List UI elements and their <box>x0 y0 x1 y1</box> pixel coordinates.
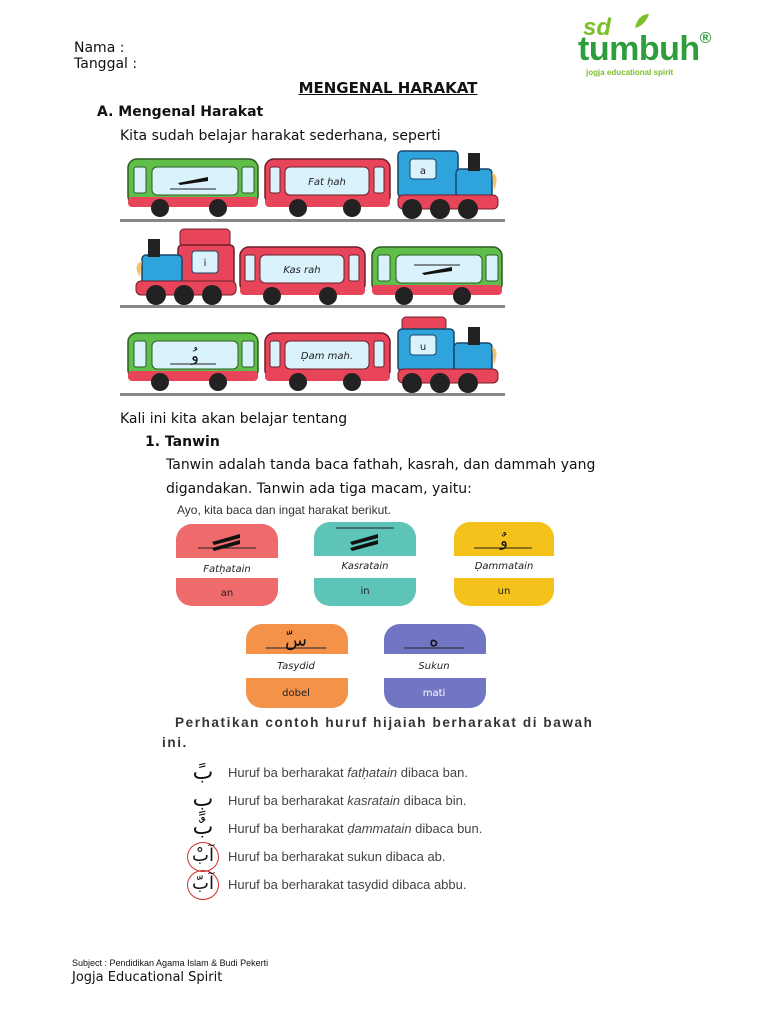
example-1: Huruf ba berharakat fatḥatain dibaca ban… <box>228 765 468 780</box>
trains-illustration: Fat ḥah a i Kas rah <box>120 150 505 396</box>
dammatain-mark-icon: ٌ‌و <box>499 531 508 551</box>
train-sound-u: u <box>420 342 426 353</box>
arabic-abbu-tasydid: آبّ <box>187 870 219 900</box>
tanwin-line-2: digandakan. Tanwin ada tiga macam, yaitu… <box>166 481 472 497</box>
train-sound-i: i <box>204 258 207 269</box>
card-reading-mati: mati <box>423 688 446 699</box>
logo-name: tumbuh® <box>578 30 711 68</box>
dammah-mark-icon: ُ‌و <box>190 346 199 366</box>
leaf-icon <box>633 12 651 34</box>
section-a-heading: A. Mengenal Harakat <box>97 104 264 120</box>
page-title: MENGENAL HARAKAT <box>298 79 478 97</box>
card-reading-dobel: dobel <box>282 688 310 699</box>
card-name-tasydid: Tasydid <box>277 661 315 672</box>
tasydid-mark-icon: ّ‌س <box>285 630 307 651</box>
logo-tagline: jogja educational spirit <box>586 68 674 77</box>
example-5: Huruf ba berharakat tasydid dibaca abbu. <box>228 877 467 892</box>
train-row-kasrah: i Kas rah <box>120 228 505 308</box>
kasratain-mark-icon <box>350 534 378 551</box>
sukun-mark-icon: ه <box>429 630 438 651</box>
fathah-mark-icon <box>178 177 208 185</box>
tanwin-line-1: Tanwin adalah tanda baca fathah, kasrah,… <box>166 457 596 473</box>
examples-intro-2: ini. <box>162 735 188 750</box>
card-name-sukun: Sukun <box>418 661 449 672</box>
nama-label: Nama : <box>74 40 125 56</box>
arabic-ba-dammatain: بٌ <box>192 815 214 840</box>
card-reading-un: un <box>498 586 511 597</box>
train-label-fathah: Fat ḥah <box>308 177 346 188</box>
example-2: Huruf ba berharakat kasratain dibaca bin… <box>228 793 467 808</box>
card-fathatain: Fatḥatain an <box>176 524 278 606</box>
tanggal-label: Tanggal : <box>74 56 138 72</box>
logo-sd: sd <box>583 14 612 41</box>
footer-brand: Jogja Educational Spirit <box>72 970 223 985</box>
train-sound-a: a <box>420 166 426 177</box>
tanwin-heading: 1. Tanwin <box>145 434 220 450</box>
train-label-kasrah: Kas rah <box>283 265 320 276</box>
arabic-ba-fathatain: بً <box>192 760 214 785</box>
examples-intro-1: Perhatikan contoh huruf hijaiah berharak… <box>175 715 594 730</box>
section-a-intro: Kita sudah belajar harakat sederhana, se… <box>120 128 441 144</box>
card-sukun: ه Sukun mati <box>384 624 486 708</box>
example-3: Huruf ba berharakat ḍammatain dibaca bun… <box>228 821 483 836</box>
arabic-ab-sukun: آبْ <box>187 842 219 872</box>
footer-subject: Subject : Pendidikan Agama Islam & Budi … <box>72 958 269 968</box>
kasrah-mark-icon <box>422 267 452 275</box>
card-name-dammatain: Ḍammatain <box>475 561 534 572</box>
train-row-fathah: Fat ḥah a <box>120 150 505 222</box>
card-tasydid: ّ‌س Tasydid dobel <box>246 624 348 708</box>
train-row-dammah: ُ‌و Ḍam mah. u <box>120 316 505 396</box>
card-reading-in: in <box>360 586 369 597</box>
fathatain-mark-icon <box>212 534 240 551</box>
card-name-fathatain: Fatḥatain <box>203 564 250 575</box>
card-name-kasratain: Kasratain <box>342 561 389 572</box>
cards-intro: Ayo, kita baca dan ingat harakat berikut… <box>177 503 391 517</box>
section-a-next: Kali ini kita akan belajar tentang <box>120 411 348 427</box>
harakat-cards: Fatḥatain an Kasratain in ٌ‌و Ḍammatain … <box>176 522 554 708</box>
example-4: Huruf ba berharakat sukun dibaca ab. <box>228 849 446 864</box>
card-kasratain: Kasratain in <box>314 522 416 606</box>
train-label-dammah: Ḍam mah. <box>301 351 353 362</box>
card-dammatain: ٌ‌و Ḍammatain un <box>454 522 554 606</box>
card-reading-an: an <box>221 588 233 599</box>
arabic-ba-kasratain: بٍ <box>192 787 214 812</box>
